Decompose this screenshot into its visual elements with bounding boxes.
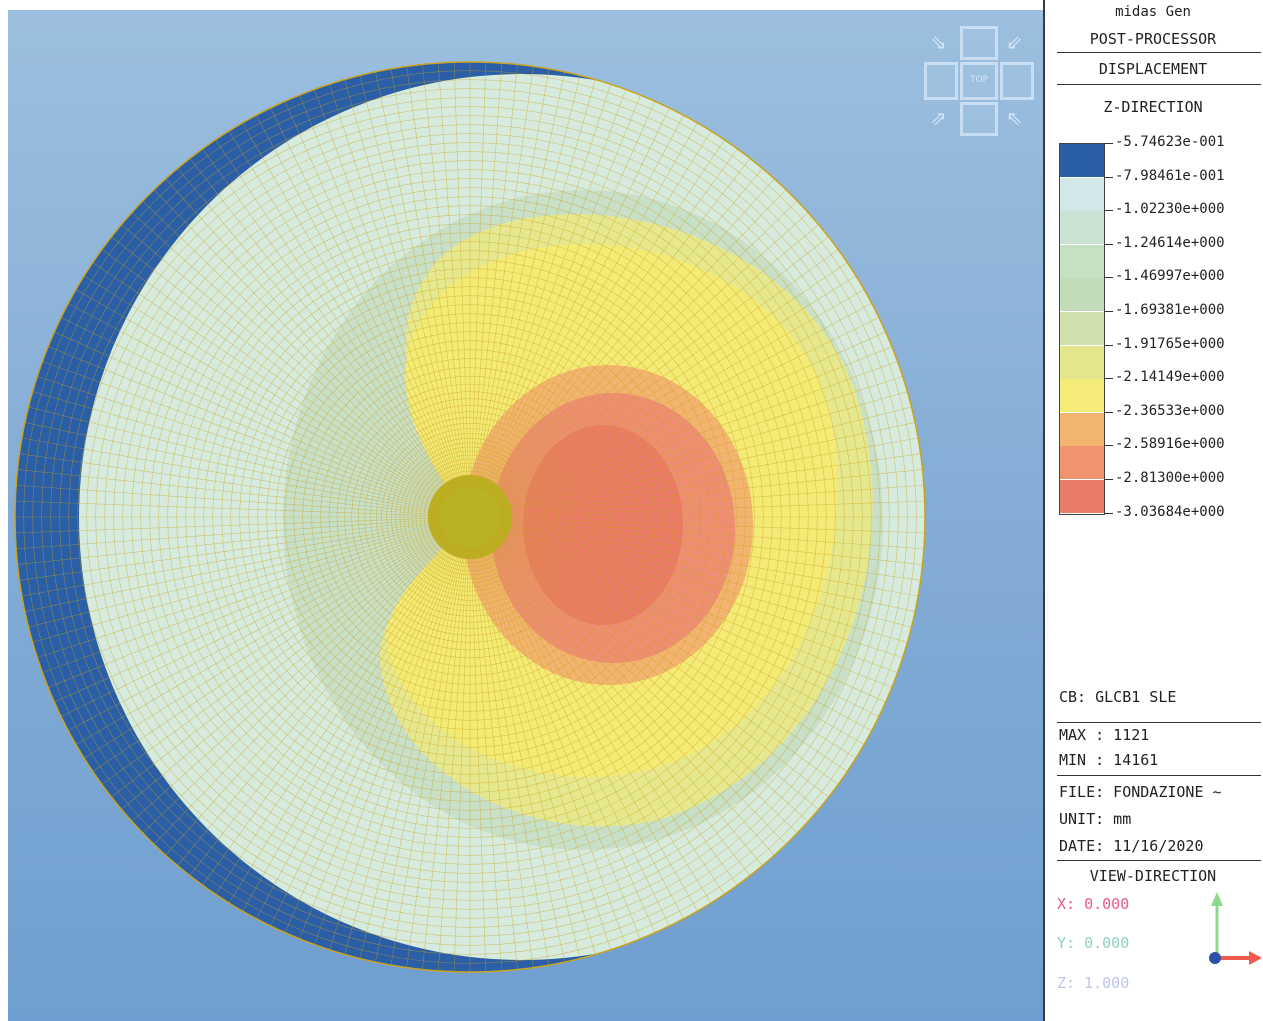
date: DATE: 11/16/2020: [1059, 837, 1204, 855]
view-cube-back[interactable]: [960, 102, 998, 136]
divider: [1057, 52, 1261, 53]
legend-swatch: [1060, 244, 1104, 278]
legend-value: -5.74623e-001: [1115, 134, 1225, 150]
legend-value: -1.24614e+000: [1115, 234, 1225, 251]
axis-triad-icon: [1209, 892, 1262, 965]
legend-tick: [1105, 277, 1113, 279]
view-direction-z: Z: 1.000: [1057, 974, 1130, 992]
displacement-contour-plot: [14, 61, 926, 973]
legend-swatch: [1060, 144, 1104, 177]
view-cube-front[interactable]: [960, 26, 998, 60]
legend-value: -2.81300e+000: [1115, 470, 1225, 486]
model-viewport[interactable]: TOP ⇘ ⇙ ⇗ ⇖: [8, 10, 1043, 1021]
legend-tick: [1105, 176, 1113, 178]
view-cube-corner-se-icon[interactable]: ⇖: [1006, 106, 1023, 130]
view-cube-top-label: TOP: [969, 75, 988, 85]
view-cube-corner-nw-icon[interactable]: ⇘: [930, 30, 947, 54]
view-direction-x: X: 0.000: [1057, 895, 1130, 913]
legend-tick: [1105, 243, 1113, 245]
legend-tick: [1105, 479, 1113, 480]
legend-value: -2.14149e+000: [1115, 369, 1225, 386]
legend-tick: [1105, 311, 1113, 312]
legend-swatch: [1060, 177, 1104, 211]
legend-swatch: [1060, 278, 1104, 312]
legend-value: -1.69381e+000: [1115, 302, 1225, 318]
legend-tick: [1105, 445, 1113, 447]
legend-value: -1.46997e+000: [1115, 268, 1225, 285]
divider: [1057, 775, 1261, 776]
app-name: midas Gen: [1115, 4, 1191, 20]
legend-value: -3.03684e+000: [1115, 503, 1225, 520]
legend-value: -7.98461e-001: [1115, 167, 1225, 184]
legend-swatch: [1060, 446, 1104, 480]
contour-core: [428, 475, 512, 559]
legend-color-bar: [1059, 143, 1105, 515]
contour-zones: [15, 62, 925, 972]
view-cube-corner-sw-icon[interactable]: ⇗: [930, 106, 947, 130]
legend-swatch: [1060, 412, 1104, 446]
view-direction-title: VIEW-DIRECTION: [1089, 867, 1217, 885]
legend-tick: [1105, 143, 1113, 144]
max-node: MAX : 1121: [1059, 726, 1150, 744]
divider: [1057, 84, 1261, 85]
legend-value: -2.58916e+000: [1115, 436, 1225, 453]
legend-swatch: [1060, 211, 1104, 245]
file-name: FILE: FONDAZIONE ~: [1059, 783, 1222, 801]
load-combination: CB: GLCB1 SLE: [1059, 688, 1177, 706]
divider: [1057, 860, 1261, 861]
legend-value: -2.36533e+000: [1115, 402, 1225, 419]
legend-tick: [1105, 512, 1113, 514]
view-cube-right[interactable]: [1000, 62, 1034, 100]
view-direction-y: Y: 0.000: [1057, 934, 1130, 952]
legend-tick: [1105, 411, 1113, 413]
divider: [1057, 722, 1261, 723]
module-name: POST-PROCESSOR: [1089, 30, 1217, 48]
legend-tick: [1105, 210, 1113, 212]
unit: UNIT: mm: [1059, 810, 1132, 828]
legend-swatch: [1060, 379, 1104, 413]
min-node: MIN : 14161: [1059, 751, 1159, 769]
result-component: Z-DIRECTION: [1103, 98, 1203, 116]
view-cube-corner-ne-icon[interactable]: ⇙: [1006, 30, 1023, 54]
legend-panel: midas Gen POST-PROCESSOR DISPLACEMENT Z-…: [1043, 0, 1263, 1021]
result-type: DISPLACEMENT: [1098, 60, 1208, 78]
view-cube-top[interactable]: TOP: [960, 62, 998, 100]
legend-swatch: [1060, 480, 1104, 513]
legend-swatch: [1060, 312, 1104, 345]
view-cube[interactable]: TOP ⇘ ⇙ ⇗ ⇖: [920, 22, 1038, 140]
legend-tick: [1105, 344, 1113, 346]
legend-swatch: [1060, 345, 1104, 379]
legend-tick: [1105, 378, 1113, 380]
view-cube-left[interactable]: [924, 62, 958, 100]
legend-value: -1.02230e+000: [1115, 201, 1225, 218]
legend-value: -1.91765e+000: [1115, 335, 1225, 352]
